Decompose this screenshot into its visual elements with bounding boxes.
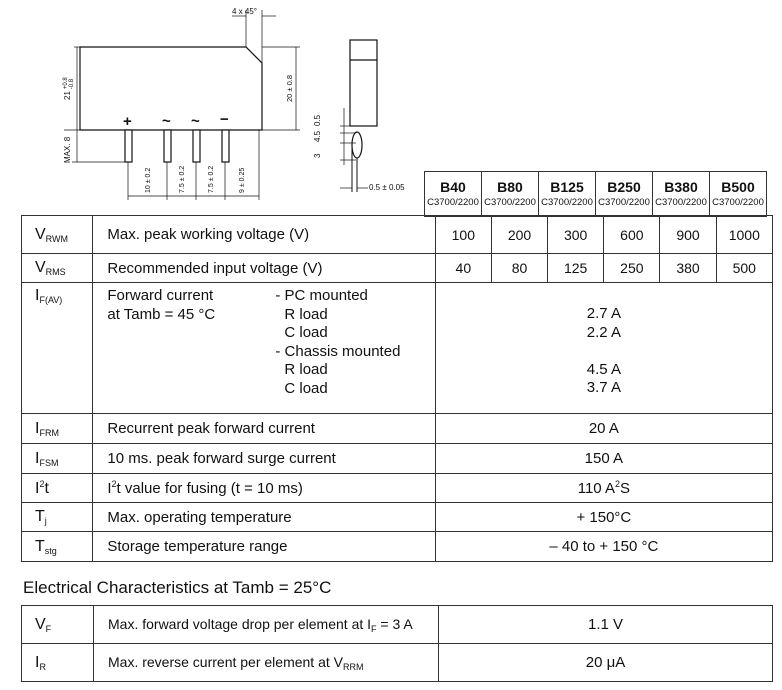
table-row: IFRM Recurrent peak forward current 20 A — [20, 413, 774, 444]
value-cell: 250 — [603, 253, 661, 283]
side-dim-3-label: 3 — [313, 153, 322, 158]
package-body — [79, 46, 263, 131]
value-cell: 1000 — [715, 215, 774, 254]
value-cell: 600 — [603, 215, 661, 254]
pitch-4-label: 9 ± 0.25 — [239, 168, 246, 193]
table-row: Tstg Storage temperature range – 40 to +… — [20, 531, 774, 562]
description-cell: Max. peak working voltage (V) — [92, 215, 436, 254]
symbol-cell: IR — [21, 643, 94, 682]
symbol-cell: IFSM — [20, 443, 94, 474]
pin-minus-marking: − — [220, 111, 229, 128]
side-dim-2-label: 4.5 — [313, 130, 322, 142]
lead-3 — [192, 129, 201, 163]
value-cell: + 150°C — [434, 502, 774, 532]
symbol-cell: Tstg — [20, 531, 94, 562]
value-cell: 1.1 V — [438, 605, 773, 644]
value-cell: 2.7 A 2.2 A 4.5 A 3.7 A — [434, 282, 774, 414]
max-lead-label: MAX. 8 — [63, 136, 72, 163]
symbol-cell: VRWM — [20, 215, 94, 254]
table-row: VF Max. forward voltage drop per element… — [21, 605, 773, 644]
package-drawing: 4 x 45° 21+0.8-0.8 20 ± 0.8 MAX. 8 + ~ ~… — [63, 7, 405, 200]
table-row: VRMS Recommended input voltage (V) 40 80… — [20, 253, 774, 283]
table-row: IFSM 10 ms. peak forward surge current 1… — [20, 443, 774, 474]
symbol-cell: IF(AV) — [20, 282, 94, 414]
value-cell: 150 A — [434, 443, 774, 474]
side-dim-1-label: 0.5 — [313, 114, 322, 126]
pin-plus-marking: + — [123, 113, 132, 130]
description-cell: Forward current at Tamb = 45 °C - PC mou… — [92, 282, 436, 414]
value-cell: 20 A — [434, 413, 774, 444]
value-cell: 20 μA — [438, 643, 773, 682]
value-cell: 80 — [490, 253, 549, 283]
description-cell: 10 ms. peak forward surge current — [92, 443, 436, 474]
description-cell: Max. operating temperature — [92, 502, 436, 532]
value-cell: – 40 to + 150 °C — [434, 531, 774, 562]
pin-ac1-marking: ~ — [162, 113, 171, 130]
lead-thickness-label: 0.5 ± 0.05 — [369, 183, 405, 192]
description-cell: Max. reverse current per element at VRRM — [93, 643, 439, 682]
description-cell: Recommended input voltage (V) — [92, 253, 436, 283]
table-row: VRWM Max. peak working voltage (V) 100 2… — [20, 215, 774, 254]
value-cell: 100 — [434, 215, 492, 254]
symbol-cell: VRMS — [20, 253, 94, 283]
lead-2 — [163, 129, 172, 163]
pin-ac2-marking: ~ — [191, 113, 200, 130]
chamfer-label: 4 x 45° — [232, 7, 257, 16]
lead-4 — [221, 129, 230, 163]
description-cell: Recurrent peak forward current — [92, 413, 436, 444]
description-cell: I2t value for fusing (t = 10 ms) — [92, 473, 436, 503]
value-cell: 500 — [715, 253, 774, 283]
symbol-cell: I2t — [20, 473, 94, 503]
value-cell: 300 — [547, 215, 605, 254]
value-cell: 110 A2S — [434, 473, 774, 503]
value-cell: 125 — [547, 253, 605, 283]
pitch-3-label: 7.5 ± 0.2 — [208, 166, 215, 193]
value-cell: 380 — [659, 253, 717, 283]
height-body-label: 20 ± 0.8 — [285, 75, 294, 102]
symbol-cell: IFRM — [20, 413, 94, 444]
table-row: Tj Max. operating temperature + 150°C — [20, 502, 774, 532]
description-cell: Storage temperature range — [92, 531, 436, 562]
side-view-body — [349, 39, 378, 127]
lead-1 — [124, 129, 133, 163]
ratings-table: VRWM Max. peak working voltage (V) 100 2… — [20, 215, 774, 562]
electrical-table: VF Max. forward voltage drop per element… — [21, 605, 773, 682]
height-total-label: 21+0.8-0.8 — [63, 77, 75, 100]
value-cell: 200 — [490, 215, 549, 254]
value-cell: 40 — [434, 253, 492, 283]
symbol-cell: VF — [21, 605, 94, 644]
symbol-cell: Tj — [20, 502, 94, 532]
description-cell: Max. forward voltage drop per element at… — [93, 605, 439, 644]
pitch-2-label: 7.5 ± 0.2 — [179, 166, 186, 193]
electrical-section-title: Electrical Characteristics at Tamb = 25°… — [23, 578, 332, 597]
table-row: IR Max. reverse current per element at V… — [21, 643, 773, 682]
value-cell: 900 — [659, 215, 717, 254]
pitch-1-label: 10 ± 0.2 — [145, 168, 152, 193]
table-row: I2t I2t value for fusing (t = 10 ms) 110… — [20, 473, 774, 503]
table-row: IF(AV) Forward current at Tamb = 45 °C -… — [20, 282, 774, 414]
